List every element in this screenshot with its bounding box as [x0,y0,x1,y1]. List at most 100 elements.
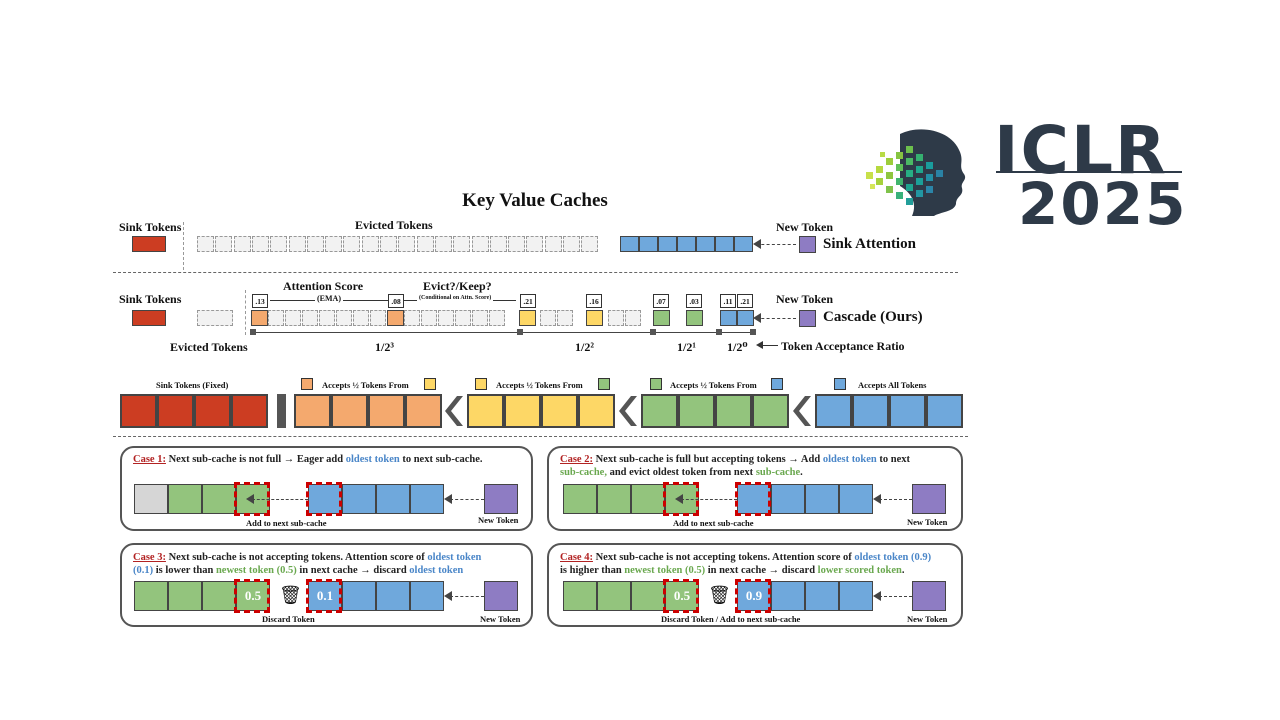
case-cell [839,581,873,611]
case-cell [771,484,805,514]
row1-evicted-cell [325,236,343,252]
case-cell [563,484,597,514]
chevron-left-icon [793,396,811,426]
iclr-year: 2025 [1018,170,1188,238]
case-new-token [912,484,946,514]
row2-evicted-cell [336,310,352,326]
row2-new-token [799,310,816,327]
case-2-text-e: and evict oldest token from next [606,467,756,478]
row1-evicted-cell [197,236,214,252]
green-subcache-cell [715,394,752,428]
yellow-subcache-cell [541,394,578,428]
orange-subcache-cell [405,394,442,428]
case-cell [168,484,202,514]
row2-evicted-cell [540,310,556,326]
row1-evicted-cell [434,236,452,252]
case-cell [410,581,444,611]
case-3-text-d: is lower than [153,565,216,576]
score-box: .13 [252,294,268,308]
chevron-left-icon [619,396,637,426]
attention-score-label: Attention Score [283,279,364,293]
row2-kept-cell [586,310,603,326]
case-cell: 0.5 [236,581,270,611]
case-arrow-head [873,494,881,504]
row2-kept-cell [720,310,737,326]
orange-subcache-cell [331,394,368,428]
case-3-label: Case 3: [133,552,166,563]
score-box: .08 [388,294,404,308]
diagram-title: Key Value Caches [462,190,608,211]
case-arrow [879,499,912,500]
case-2-new-token-label: New Token [907,517,948,527]
case-2-label: Case 2: [560,454,593,465]
case-4-text-a: Next sub-cache is not accepting tokens. … [592,552,855,563]
ratio-1: 1/2³ [375,340,394,354]
orange-subcache-cell [294,394,331,428]
ratio-tick [517,329,523,335]
case-cell [376,484,410,514]
legend-yellow-square-b [475,378,487,390]
case-3-text-b: oldest token [427,552,482,563]
case-1-text-b: oldest token [345,454,400,465]
ratio-label: Token Acceptance Ratio [781,339,905,353]
case-cell [805,484,839,514]
ratio-tick [716,329,722,335]
row1-evicted-cell [288,236,306,252]
row2-evicted-cell [438,310,454,326]
ema-label: (EMA) [315,294,343,303]
score-box: .07 [653,294,669,308]
row1-evicted-cell [489,236,507,252]
case-1-label: Case 1: [133,454,166,465]
row1-evicted-cell [544,236,562,252]
case-3-text-a: Next sub-cache is not accepting tokens. … [165,552,428,563]
case-2-caption: Add to next sub-cache [673,518,754,528]
green-subcache-cell [641,394,678,428]
row1-evicted-tokens [197,236,599,252]
case-arrow-head [444,494,452,504]
legend-blue-square-b [834,378,846,390]
row2-sink-label: Sink Tokens [119,292,182,306]
row2-arrowhead [753,313,761,323]
separator-1 [113,272,958,273]
row1-evicted-cell [416,236,434,252]
case-4-text-g: . [901,565,905,576]
case-2-text-b: oldest token [822,454,877,465]
case-move-arrow-head [675,494,683,504]
case-new-token [484,581,518,611]
row1-evicted-cell [453,236,471,252]
iclr-title: ICLR [994,112,1168,189]
row2-arrow [756,318,796,319]
row2-kept-cell [251,310,268,326]
row1-new-token-label: New Token [776,220,834,234]
row1-vline [183,222,184,270]
chevron-left-icon [445,396,463,426]
row2-kept-cell [653,310,670,326]
legend-green-square-b [650,378,662,390]
row1-arrowhead [753,239,761,249]
iclr-divider [996,171,1182,173]
case-3-text-f: in next cache → discard [296,565,410,576]
row2-evicted-cell [455,310,471,326]
ratio-2: 1/2² [575,340,594,354]
case-highlight [306,579,342,613]
case-arrow-head [873,591,881,601]
separator-2 [113,436,968,437]
case-4-text-b: oldest token (0.9) [854,552,932,563]
ratio-tick [650,329,656,335]
row2-evicted-small [197,310,233,326]
row1-window-cell [658,236,677,252]
blue-subcache-cell [926,394,963,428]
case-cell [839,484,873,514]
case-arrow [450,499,484,500]
row2-evicted-cell [319,310,335,326]
case-cell [410,484,444,514]
case-cell [202,484,236,514]
case-cell [134,484,168,514]
row2-method-label: Cascade (Ours) [823,309,923,325]
sink-divider [277,394,286,428]
orange-subcache-cell [368,394,405,428]
sink-cache-cell [231,394,268,428]
row2-evicted-cell [268,310,284,326]
case-2-text-d: sub-cache, [560,467,607,478]
case-new-token [912,581,946,611]
